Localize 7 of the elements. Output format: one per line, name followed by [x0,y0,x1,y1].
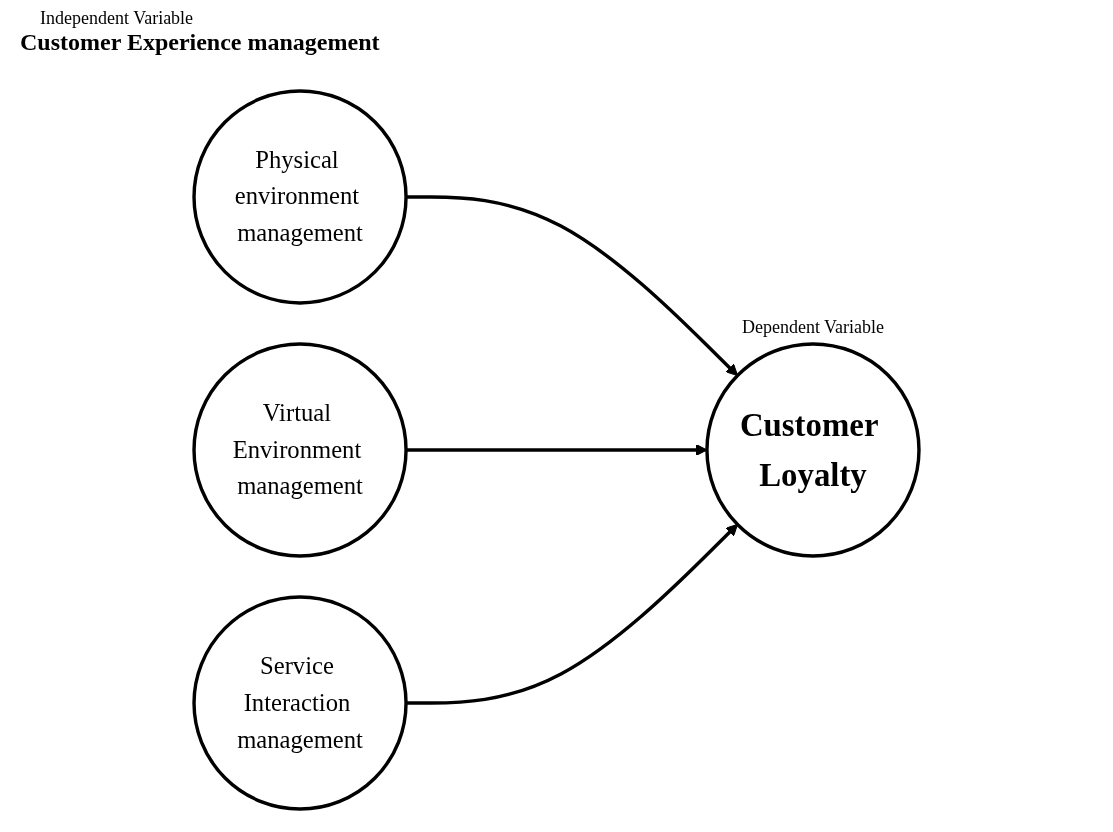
variable-caption: Dependent Variable [741,317,885,338]
node-circle: Physical environment management [192,89,408,305]
variable-caption: Independent Variable [40,8,194,29]
node-circle: Virtual Environment management [192,342,408,558]
group-heading: Customer Experience management [20,29,380,56]
node-circle: Service Interaction management [192,595,408,811]
node-circle: Customer Loyalty [705,342,921,558]
